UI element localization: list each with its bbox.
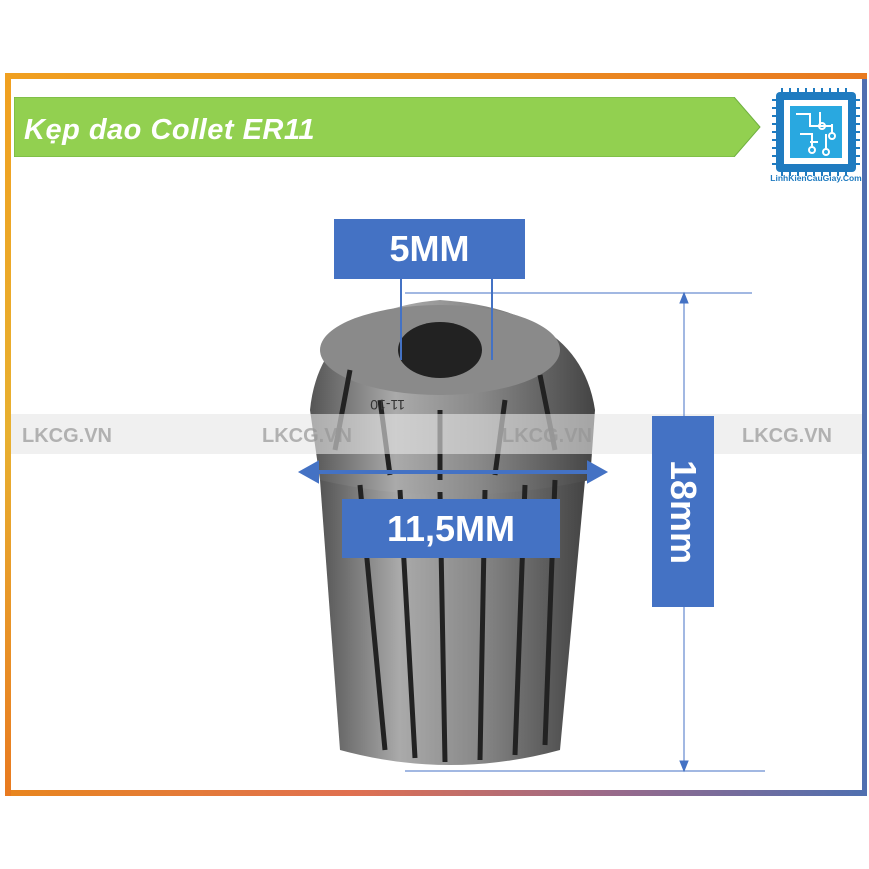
watermark: LKCG.VN bbox=[742, 425, 832, 447]
bore-dimension-label: 5MM bbox=[334, 219, 525, 279]
collet-marking: 11-10 bbox=[370, 397, 405, 413]
chip-logo-icon bbox=[772, 88, 860, 176]
title-banner bbox=[14, 97, 761, 157]
logo-text: LinhKienCauGiay.Com bbox=[770, 173, 862, 183]
length-dimension-box: 18mm bbox=[652, 416, 714, 607]
watermark: LKCG.VN bbox=[22, 425, 112, 447]
watermark: LKCG.VN bbox=[262, 425, 352, 447]
watermark-band bbox=[11, 414, 862, 454]
frame-left bbox=[5, 73, 11, 796]
length-dimension-label: 18mm bbox=[663, 459, 704, 564]
watermark: LKCG.VN bbox=[502, 425, 592, 447]
diameter-dimension-label: 11,5MM bbox=[342, 499, 560, 558]
frame-top bbox=[5, 73, 867, 79]
page-title: Kẹp dao Collet ER11 bbox=[24, 114, 315, 146]
